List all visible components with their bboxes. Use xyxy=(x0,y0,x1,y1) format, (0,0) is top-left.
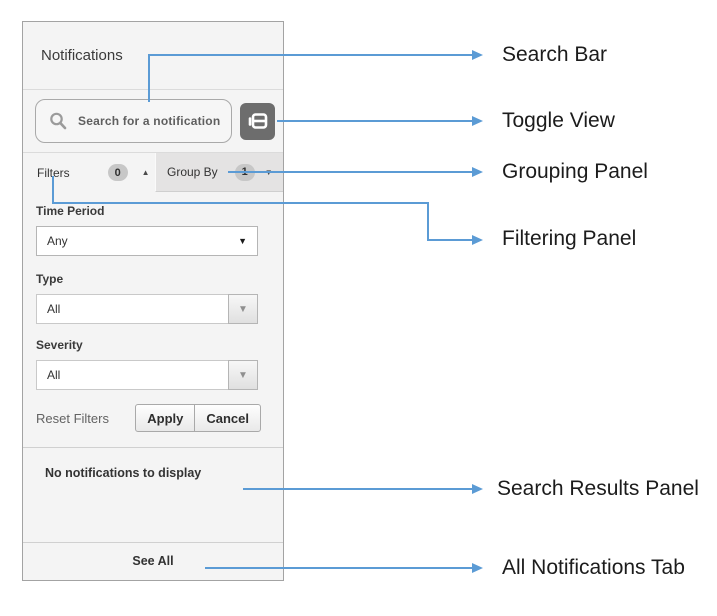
arrow-icon xyxy=(472,116,483,126)
group-by-tab-label: Group By xyxy=(166,165,218,179)
toggle-view-button[interactable] xyxy=(240,102,275,140)
type-dropdown-button[interactable]: ▼ xyxy=(228,294,258,324)
chevron-down-icon: ▼ xyxy=(238,369,248,381)
search-icon xyxy=(50,112,67,130)
type-value: All xyxy=(47,302,61,316)
arrow-icon xyxy=(472,235,483,245)
search-input[interactable]: Search for a notification xyxy=(35,99,232,143)
toggle-view-icon xyxy=(248,113,267,129)
arrow-icon xyxy=(472,167,483,177)
time-period-value: Any xyxy=(47,234,68,248)
severity-input[interactable]: All xyxy=(36,360,228,390)
filters-tab-label: Filters xyxy=(37,165,70,180)
apply-button[interactable]: Apply xyxy=(135,404,196,432)
connector-filtering-panel xyxy=(427,239,472,241)
reset-filters-link[interactable]: Reset Filters xyxy=(36,410,109,426)
page-title: Notifications xyxy=(41,47,123,64)
search-placeholder: Search for a notification xyxy=(78,114,221,128)
annotation-search-bar: Search Bar xyxy=(502,43,608,66)
search-results-panel: No notifications to display xyxy=(23,447,283,542)
arrow-icon xyxy=(472,563,483,573)
connector-search-results xyxy=(243,488,472,490)
connector-toggle-view xyxy=(277,120,472,122)
cancel-button[interactable]: Cancel xyxy=(194,404,261,432)
severity-label: Severity xyxy=(36,338,83,352)
filtering-panel: Time Period Any ▼ Type All ▼ Severity Al… xyxy=(23,192,283,447)
panel-header: Notifications xyxy=(23,22,283,90)
see-all-tab[interactable]: See All xyxy=(23,542,283,581)
arrow-icon xyxy=(472,484,483,494)
search-bar-section: Search for a notification xyxy=(23,90,283,153)
filters-count-badge: 0 xyxy=(107,164,128,181)
connector-filtering-panel xyxy=(52,176,54,204)
connector-grouping-panel xyxy=(228,171,472,173)
severity-dropdown-button[interactable]: ▼ xyxy=(228,360,258,390)
connector-filtering-panel xyxy=(427,202,429,241)
annotation-grouping-panel: Grouping Panel xyxy=(502,160,648,183)
annotation-filtering-panel: Filtering Panel xyxy=(502,227,637,250)
connector-search-bar xyxy=(148,54,150,102)
severity-field: All ▼ xyxy=(36,360,258,390)
annotation-search-results-panel: Search Results Panel xyxy=(497,477,699,500)
annotation-toggle-view: Toggle View xyxy=(502,109,615,132)
arrow-icon xyxy=(472,50,483,60)
time-period-select[interactable]: Any ▼ xyxy=(36,226,258,256)
connector-filtering-panel xyxy=(52,202,429,204)
filter-buttons: Apply Cancel xyxy=(135,404,261,432)
severity-value: All xyxy=(47,368,61,382)
notifications-panel: Notifications Search for a notification xyxy=(22,21,284,581)
chevron-down-icon: ▼ xyxy=(238,303,248,315)
empty-results-message: No notifications to display xyxy=(45,466,202,480)
connector-all-notifications xyxy=(205,567,472,569)
type-input[interactable]: All xyxy=(36,294,228,324)
time-period-label: Time Period xyxy=(36,204,105,218)
select-caret-icon: ▼ xyxy=(238,236,247,246)
type-field: All ▼ xyxy=(36,294,258,324)
tab-filters[interactable]: Filters 0 ▲ xyxy=(23,153,155,192)
filter-actions: Reset Filters Apply Cancel xyxy=(36,404,270,432)
chevron-up-icon[interactable]: ▲ xyxy=(141,168,150,177)
annotation-all-notifications-tab: All Notifications Tab xyxy=(502,556,685,579)
type-label: Type xyxy=(36,272,64,286)
connector-search-bar xyxy=(148,54,472,56)
see-all-label: See All xyxy=(132,554,174,568)
